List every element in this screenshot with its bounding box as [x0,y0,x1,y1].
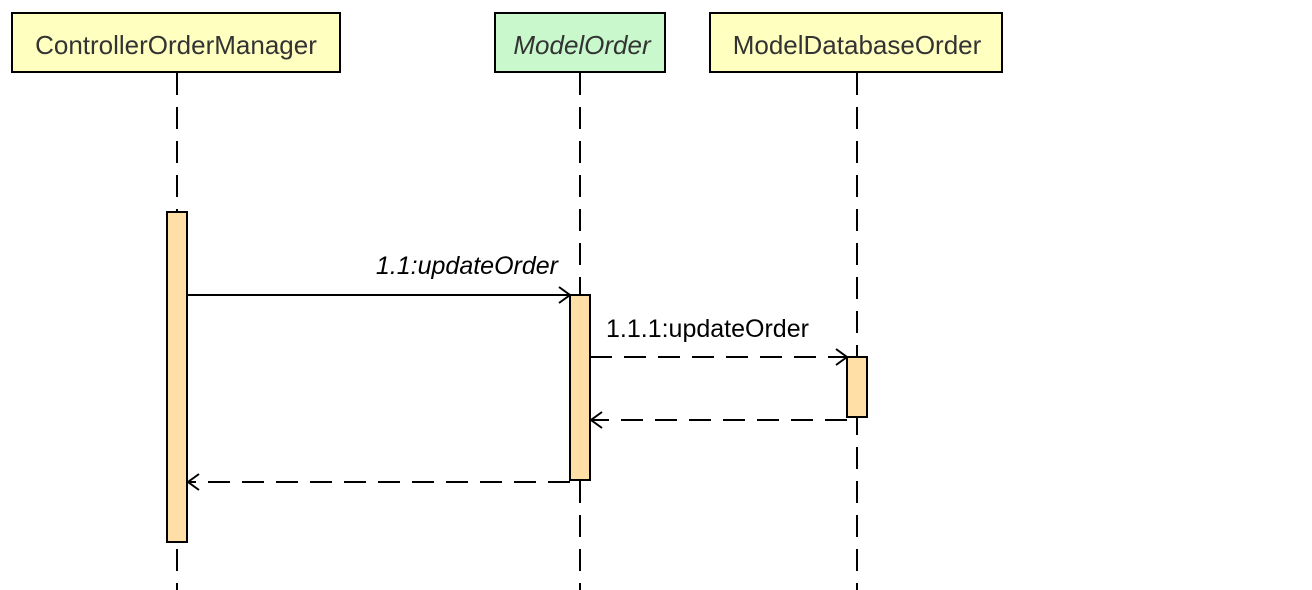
participant-box [709,12,1003,73]
participant-controller-order-manager: ControllerOrderManager [11,12,341,73]
return-message-model-order-to-controller [186,473,570,491]
participant-label: ModelOrder [513,30,652,60]
message-1-1-update-order: 1.1:updateOrder [187,252,572,304]
message-label: 1.1:updateOrder [376,252,560,280]
arrowhead-icon [589,411,603,429]
participant-box [11,12,341,73]
arrowhead-icon [186,473,200,491]
participant-label: ControllerOrderManager [35,30,317,60]
message-1-1-1-update-order: 1.1.1:updateOrder [590,315,849,366]
participant-box [494,12,666,73]
return-message-database-to-model-order [589,411,847,429]
message-label: 1.1.1:updateOrder [606,315,809,343]
participant-label: ModelDatabaseOrder [733,30,982,60]
activation-bar-controller-order-manager [166,211,188,543]
participant-model-order: ModelOrder [494,12,666,73]
arrowhead-icon [835,348,849,366]
activation-bar-model-order [569,294,591,481]
activation-bar-model-database-order [846,356,868,418]
participant-model-database-order: ModelDatabaseOrder [709,12,1003,73]
arrowhead-icon [558,286,572,304]
